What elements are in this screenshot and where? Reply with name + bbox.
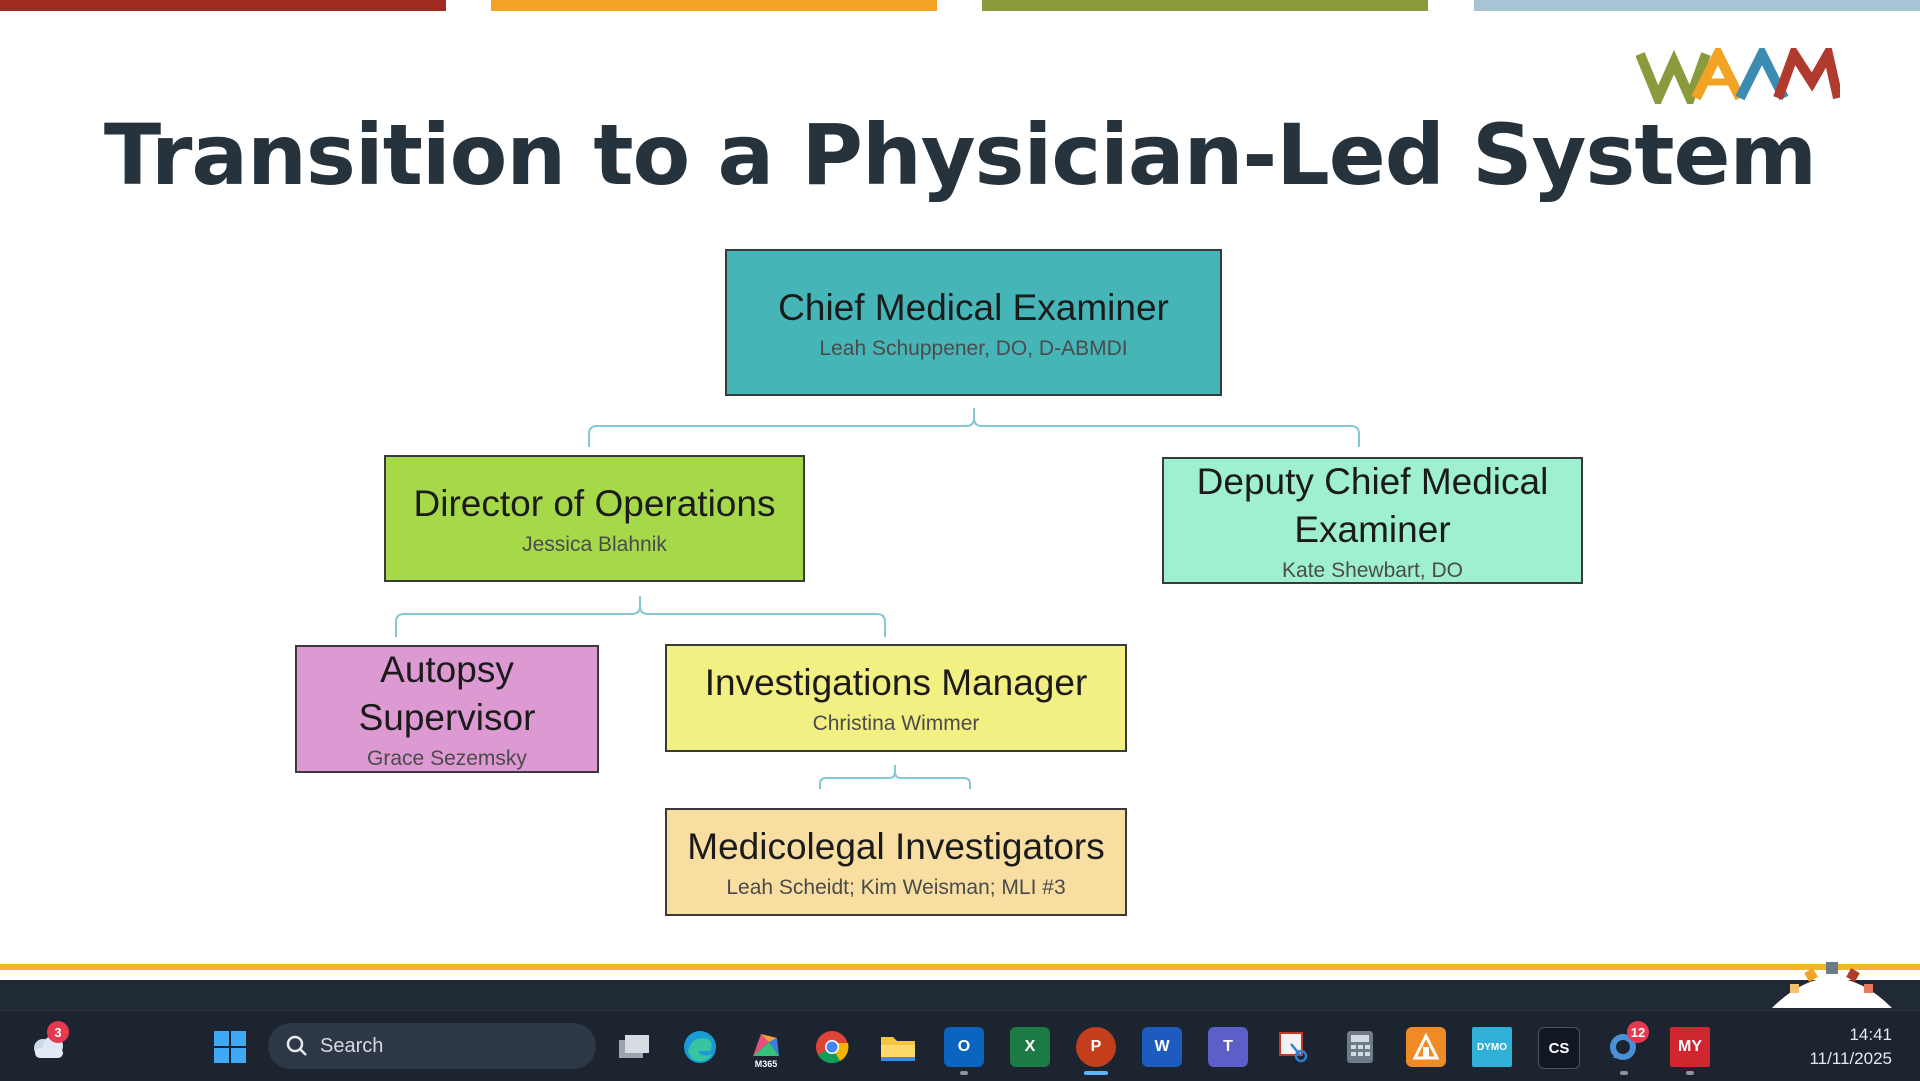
- cs-icon[interactable]: CS: [1538, 1027, 1580, 1069]
- corner-logo: [1772, 962, 1892, 1008]
- task-view-icon[interactable]: [614, 1027, 654, 1067]
- deputy-name: Kate Shewbart, DO: [1282, 558, 1463, 582]
- autopsy-title: Autopsy Supervisor: [358, 649, 536, 738]
- chat-badge: 12: [1627, 1021, 1649, 1043]
- top-bar-orange: [491, 0, 937, 11]
- bottom-accent-line: [0, 964, 1920, 970]
- windows-taskbar: 3 Search M365: [0, 1010, 1920, 1081]
- calculator-icon[interactable]: [1340, 1027, 1380, 1067]
- chief-medical-examiner-box: Chief Medical Examiner Leah Schuppener, …: [725, 249, 1222, 396]
- medicolegal-title: Medicolegal Investigators: [687, 826, 1105, 867]
- teams-label: T: [1223, 1038, 1233, 1055]
- taskbar-search-box[interactable]: Search: [268, 1023, 596, 1069]
- search-icon: [286, 1035, 307, 1056]
- outlook-running-indicator: [960, 1071, 968, 1075]
- investigations-title: Investigations Manager: [704, 662, 1088, 703]
- cs-label: CS: [1548, 1039, 1570, 1057]
- top-bar-blue: [1474, 0, 1920, 11]
- search-placeholder: Search: [320, 1034, 384, 1057]
- chrome-icon[interactable]: [812, 1027, 852, 1067]
- snipping-tool-icon[interactable]: [1274, 1027, 1314, 1067]
- teams-icon[interactable]: T: [1208, 1027, 1248, 1067]
- powerpoint-label: P: [1090, 1038, 1102, 1055]
- chief-name: Leah Schuppener, DO, D-ABMDI: [819, 336, 1128, 360]
- m365-label: M365: [754, 1059, 778, 1069]
- chat-icon[interactable]: [1604, 1027, 1644, 1067]
- powerpoint-active-indicator: [1084, 1071, 1108, 1075]
- clock-time: 14:41: [1849, 1025, 1892, 1044]
- autopsy-supervisor-box: Autopsy Supervisor Grace Sezemsky: [295, 645, 599, 773]
- clock-date: 11/11/2025: [1809, 1049, 1892, 1068]
- investigations-name: Christina Wimmer: [812, 712, 980, 735]
- weather-badge: 3: [47, 1021, 69, 1043]
- medicolegal-name: Leah Scheidt; Kim Weisman; MLI #3: [726, 876, 1066, 899]
- powerpoint-icon[interactable]: P: [1076, 1027, 1116, 1067]
- outlook-icon[interactable]: O: [944, 1027, 984, 1067]
- director-name: Jessica Blahnik: [522, 532, 667, 556]
- my-icon[interactable]: MY: [1670, 1027, 1710, 1067]
- my-label: MY: [1678, 1038, 1702, 1055]
- deputy-chief-medical-examiner-box: Deputy Chief Medical Examiner Kate Shewb…: [1162, 457, 1583, 584]
- chief-title: Chief Medical Examiner: [778, 286, 1169, 328]
- top-bar-olive: [982, 0, 1428, 11]
- start-button[interactable]: [210, 1027, 250, 1067]
- system-clock[interactable]: 14:41 11/11/2025: [1809, 1023, 1892, 1071]
- my-running-indicator: [1686, 1071, 1694, 1075]
- top-bar-red: [0, 0, 446, 11]
- windows-logo-icon: [214, 1031, 246, 1063]
- word-label: W: [1154, 1038, 1170, 1055]
- medicolegal-investigators-box: Medicolegal Investigators Leah Scheidt; …: [665, 808, 1127, 916]
- investigations-manager-box: Investigations Manager Christina Wimmer: [665, 644, 1127, 752]
- dymo-icon[interactable]: DYMO: [1472, 1027, 1512, 1067]
- word-icon[interactable]: W: [1142, 1027, 1182, 1067]
- excel-icon[interactable]: X: [1010, 1027, 1050, 1067]
- outlook-label: O: [957, 1038, 971, 1055]
- chat-running-indicator: [1620, 1071, 1628, 1075]
- dymo-label: DYMO: [1477, 1041, 1507, 1053]
- m365-icon[interactable]: M365: [746, 1027, 786, 1069]
- slide-title: Transition to a Physician-Led System: [103, 106, 1817, 204]
- file-explorer-icon[interactable]: [878, 1027, 918, 1067]
- director-of-operations-box: Director of Operations Jessica Blahnik: [384, 455, 805, 582]
- edge-icon[interactable]: [680, 1027, 720, 1067]
- deputy-title: Deputy Chief Medical Examiner: [1196, 460, 1549, 550]
- director-title: Director of Operations: [413, 482, 776, 524]
- bottom-dark-band: [0, 980, 1920, 1010]
- excel-label: X: [1024, 1038, 1036, 1055]
- waam-logo: [1636, 48, 1840, 104]
- autopsy-name: Grace Sezemsky: [367, 747, 527, 770]
- app-orange-icon[interactable]: [1406, 1027, 1446, 1067]
